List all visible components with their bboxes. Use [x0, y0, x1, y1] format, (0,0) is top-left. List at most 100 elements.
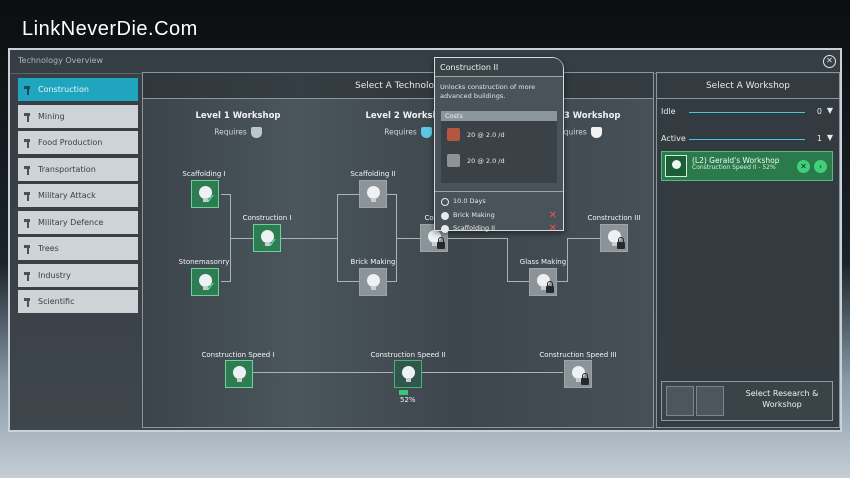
connector [448, 238, 507, 239]
node-label: Scaffolding I [182, 170, 226, 178]
category-transportation[interactable]: Transportation [18, 157, 138, 181]
tech-construction-speed-2[interactable] [394, 360, 422, 388]
workshop-subtitle: Construction Speed II - 52% [692, 164, 776, 171]
title-bar: Technology Overview ✕ [10, 50, 840, 74]
connector [221, 194, 231, 195]
lock-icon [546, 281, 554, 293]
duration-row: 10.0 Days [435, 195, 563, 209]
connector [421, 372, 563, 373]
lock-icon [437, 237, 445, 249]
lightbulb-icon [199, 186, 212, 202]
active-section[interactable]: Active 1 ▼ [661, 133, 833, 146]
node-label: Construction III [587, 214, 641, 222]
idle-count: 0 [816, 107, 822, 116]
category-industry[interactable]: Industry [18, 263, 138, 287]
tech-glass-making[interactable] [529, 268, 557, 296]
tech-scaffolding-1[interactable]: ✓ [191, 180, 219, 208]
tech-construction-speed-3[interactable] [564, 360, 592, 388]
check-icon: ✓ [267, 236, 278, 251]
tech-construction-speed-1[interactable] [225, 360, 253, 388]
open-workshop-button[interactable]: › [814, 160, 827, 173]
cancel-research-button[interactable]: ✕ [797, 160, 810, 173]
connector [281, 238, 338, 239]
category-military-attack[interactable]: Military Attack [18, 184, 138, 207]
lightbulb-icon [665, 155, 687, 177]
category-construction[interactable]: Construction [18, 78, 138, 101]
tree-header: Select A Technology [143, 73, 653, 99]
select-research-workshop-button[interactable]: Select Research & Workshop [745, 389, 819, 409]
cost-value: 20 @ 2.0 /d [467, 157, 505, 165]
hammer-icon [24, 86, 30, 95]
tech-tooltip: Construction II Unlocks construction of … [434, 57, 564, 234]
level-title: Level 3 Workshop [535, 111, 621, 121]
chevron-down-icon[interactable]: ▼ [826, 106, 833, 115]
window-title: Technology Overview [18, 56, 104, 65]
hammer-icon [24, 192, 30, 201]
bucket-icon [250, 127, 262, 138]
hammer-icon [24, 298, 30, 307]
progress-label: 52% [400, 396, 416, 404]
lightbulb-icon [367, 186, 380, 202]
level-1-column: Level 1 Workshop Requires [153, 111, 323, 138]
requirement-row: Scaffolding II✕ [435, 222, 563, 236]
unmet-x-icon: ✕ [548, 209, 557, 221]
connector [507, 238, 508, 282]
requires-label: Requires [554, 127, 587, 137]
connector [567, 238, 568, 282]
active-count: 1 [816, 134, 822, 143]
divider [689, 112, 805, 113]
node-label: Construction I [242, 214, 292, 222]
close-icon: ✕ [800, 162, 807, 171]
cost-row: 20 @ 2.0 /d [445, 151, 553, 177]
category-military-defence[interactable]: Military Defence [18, 210, 138, 234]
technology-tree: Select A Technology Level 1 Workshop Req… [142, 72, 654, 428]
requires-label: Requires [384, 127, 417, 137]
chevron-down-icon[interactable]: ▼ [826, 133, 833, 142]
connector [230, 238, 253, 239]
tech-stonemasonry[interactable]: ✓ [191, 268, 219, 296]
connector [567, 238, 600, 239]
category-scientific[interactable]: Scientific [18, 290, 138, 313]
category-trees[interactable]: Trees [18, 237, 138, 260]
close-button[interactable]: ✕ [823, 55, 836, 68]
node-label: Glass Making [519, 258, 567, 266]
clock-icon [441, 198, 449, 206]
lightbulb-icon [233, 366, 246, 382]
bucket-icon [590, 127, 602, 138]
divider [435, 191, 563, 192]
category-food-production[interactable]: Food Production [18, 131, 138, 154]
requires-label: Requires [214, 127, 247, 137]
connector [387, 194, 397, 195]
lightbulb-icon [608, 230, 621, 246]
costs-header: Costs [441, 111, 557, 121]
node-label: Scaffolding II [350, 170, 396, 178]
select-research-workshop-box[interactable]: Select Research & Workshop [661, 381, 833, 421]
connector [337, 281, 359, 282]
tech-scaffolding-2[interactable] [359, 180, 387, 208]
hammer-icon [24, 112, 30, 122]
workshop-title: (L2) Gerald's Workshop [692, 156, 780, 165]
workshop-card[interactable]: (L2) Gerald's Workshop Construction Spee… [661, 151, 833, 181]
check-icon: ✓ [205, 280, 216, 295]
hammer-icon [24, 139, 30, 148]
technology-overview-window: Technology Overview ✕ Construction Minin… [8, 48, 842, 432]
node-label: Brick Making [350, 258, 396, 266]
node-label: Stonemasonry [178, 258, 230, 266]
lightbulb-icon [441, 211, 449, 220]
active-label: Active [661, 134, 686, 143]
tech-construction-3[interactable] [600, 224, 628, 252]
idle-section[interactable]: Idle 0 ▼ [661, 106, 833, 119]
watermark: LinkNeverDie.Com [22, 18, 198, 40]
tooltip-description: Unlocks construction of more advanced bu… [440, 83, 536, 100]
requirement-row: Brick Making✕ [435, 209, 563, 223]
workshop-panel-header: Select A Workshop [657, 73, 839, 99]
hammer-icon [24, 271, 30, 281]
research-slot[interactable] [666, 386, 694, 416]
category-mining[interactable]: Mining [18, 104, 138, 128]
tech-construction-1[interactable]: ✓ [253, 224, 281, 252]
lock-icon [617, 237, 625, 249]
workshop-slot[interactable] [696, 386, 724, 416]
tech-brick-making[interactable] [359, 268, 387, 296]
category-sidebar: Construction Mining Food Production Tran… [18, 78, 138, 317]
node-label: Construction Speed III [539, 351, 617, 359]
